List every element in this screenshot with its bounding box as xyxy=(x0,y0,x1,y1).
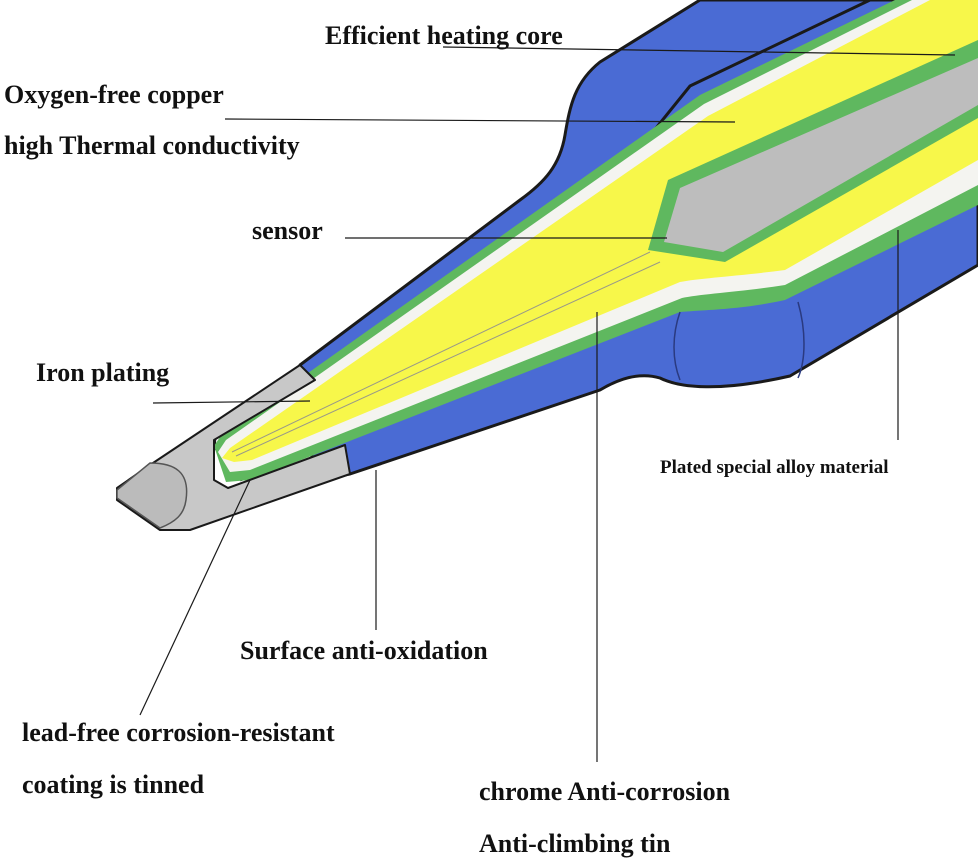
label-chrome-line1: chrome Anti-corrosion xyxy=(479,777,731,806)
leader-copper xyxy=(224,118,736,123)
label-sensor: sensor xyxy=(252,216,323,245)
label-heating-core: Efficient heating core xyxy=(325,21,563,50)
heating-core xyxy=(664,58,978,252)
iron-tip-face xyxy=(116,462,188,529)
label-iron-plating: Iron plating xyxy=(36,358,170,387)
leader-lines xyxy=(139,46,956,762)
leader-iron-plating xyxy=(152,400,311,404)
shoulder-ring xyxy=(673,301,805,381)
copper-fine-lines xyxy=(231,251,661,457)
label-tinned-line1: lead-free corrosion-resistant xyxy=(22,718,335,747)
label-copper-line1: Oxygen-free copper xyxy=(4,80,224,109)
label-anti-oxidation: Surface anti-oxidation xyxy=(240,636,488,665)
leader-tinned xyxy=(139,479,251,716)
leader-heating-core xyxy=(442,46,956,56)
label-copper-line2: high Thermal conductivity xyxy=(4,131,300,160)
label-alloy: Plated special alloy material xyxy=(660,457,889,478)
label-chrome-line2: Anti-climbing tin xyxy=(479,829,671,858)
label-tinned-line2: coating is tinned xyxy=(22,770,205,799)
copper-layer xyxy=(222,0,978,462)
